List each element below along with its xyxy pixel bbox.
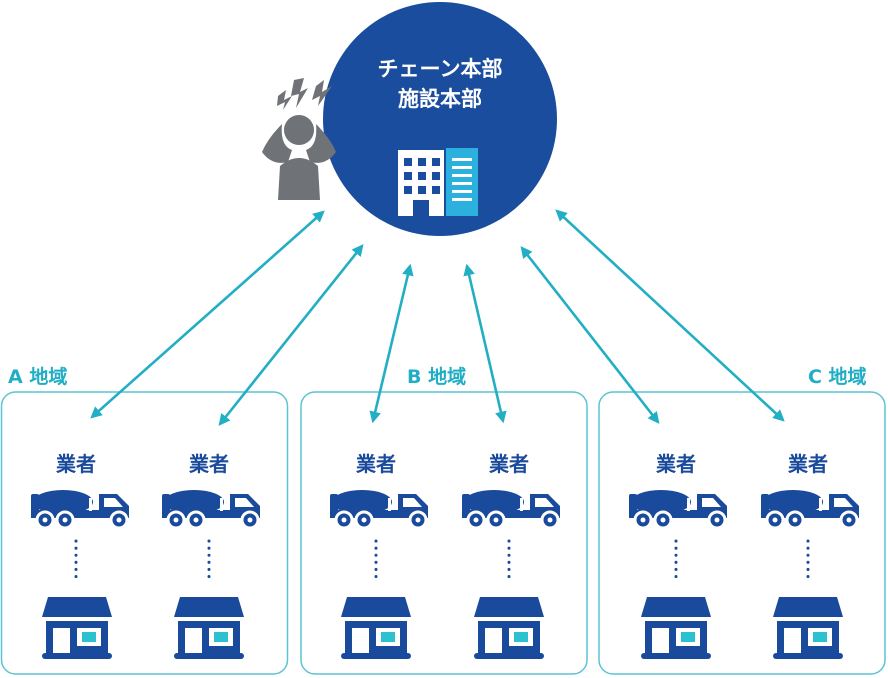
vendor-label: 業者 <box>656 452 696 476</box>
link-arrow-c2 <box>555 209 785 422</box>
shop-icon <box>174 597 244 659</box>
shop-icon <box>341 597 411 659</box>
region-label-c: C 地域 <box>808 366 867 388</box>
tanker-truck-icon <box>460 488 562 530</box>
tanker-truck-icon <box>29 488 131 530</box>
tanker-truck-icon <box>160 488 262 530</box>
link-arrow-b1 <box>369 263 414 424</box>
vendor-label: 業者 <box>56 452 96 476</box>
vendor-label: 業者 <box>356 452 396 476</box>
shop-icon <box>773 597 843 659</box>
vendor-label: 業者 <box>189 452 229 476</box>
headquarters-title-line1: チェーン本部 <box>377 57 503 81</box>
region-label-a: A 地域 <box>8 366 68 388</box>
tanker-truck-icon <box>328 488 430 530</box>
region-box-a <box>0 391 289 675</box>
headquarters-title: チェーン本部 施設本部 <box>330 54 550 114</box>
headquarters-title-line2: 施設本部 <box>398 87 482 111</box>
office-building-icon <box>398 148 478 216</box>
stressed-person-icon <box>262 78 336 200</box>
vendor-label: 業者 <box>489 452 529 476</box>
tanker-truck-icon <box>627 488 729 530</box>
vendor-label: 業者 <box>788 452 828 476</box>
tanker-truck-icon <box>759 488 861 530</box>
region-label-b: B 地域 <box>407 366 467 388</box>
shop-icon <box>42 597 112 659</box>
link-arrow-a2 <box>218 244 364 426</box>
headquarters-circle <box>323 2 557 236</box>
shop-icon <box>474 597 544 659</box>
link-arrow-b2 <box>463 263 507 424</box>
link-arrow-c1 <box>520 246 660 424</box>
link-arrow-a1 <box>90 210 325 419</box>
region-box-b <box>300 391 588 675</box>
shop-icon <box>641 597 711 659</box>
region-box-c <box>598 391 886 675</box>
